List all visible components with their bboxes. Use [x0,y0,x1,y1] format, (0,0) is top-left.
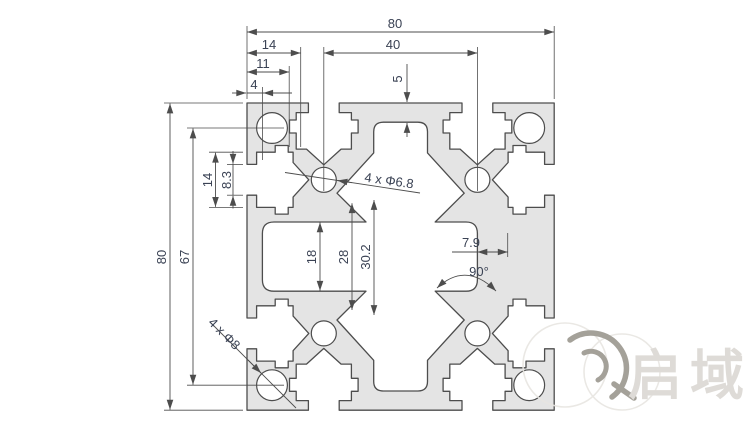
extrusion-profile-section [246,102,555,411]
dim-top-11: 11 [256,56,270,71]
dim-wall-7-9: 7.9 [462,235,480,250]
dim-side-slot-14: 14 [200,173,215,187]
dim-angle-90: 90° [469,264,489,279]
callout-small-holes: 4 x Φ6.8 [364,170,415,192]
mount-hole-bottom-left [310,320,337,347]
corner-hole-top-right [513,111,546,144]
brand-watermark: 启域 [522,322,751,411]
logo-q-swirl-icon [567,330,630,400]
logo-ring-icon [583,333,661,411]
dim-overall-width: 80 [388,16,402,31]
dim-overall-height: 80 [154,250,169,264]
dim-hole-spacing-67: 67 [177,250,192,264]
extension-lines [164,26,555,411]
logo-q-swirl-icon [581,348,609,383]
dim-top-4: 4 [250,77,257,92]
dim-top-14: 14 [262,37,276,52]
dim-cavity-28: 28 [336,250,351,264]
dim-slot-spacing: 40 [386,37,400,52]
dim-pocket-18: 18 [304,250,319,264]
callout-corner-holes: 4 x Φ8 [205,315,243,353]
angle-arc-90deg [436,274,497,292]
profile-outline [246,102,555,411]
watermark-text: 启域 [628,346,751,406]
mount-hole-bottom-right [464,320,491,347]
dimension-lines [166,28,555,410]
logo-q-tail-icon [611,381,637,401]
dim-side-opening-8-3: 8.3 [219,171,234,189]
corner-hole-bottom-right [513,369,546,402]
dim-wall-5: 5 [390,75,405,82]
dim-cavity-30-2: 30.2 [358,244,373,269]
